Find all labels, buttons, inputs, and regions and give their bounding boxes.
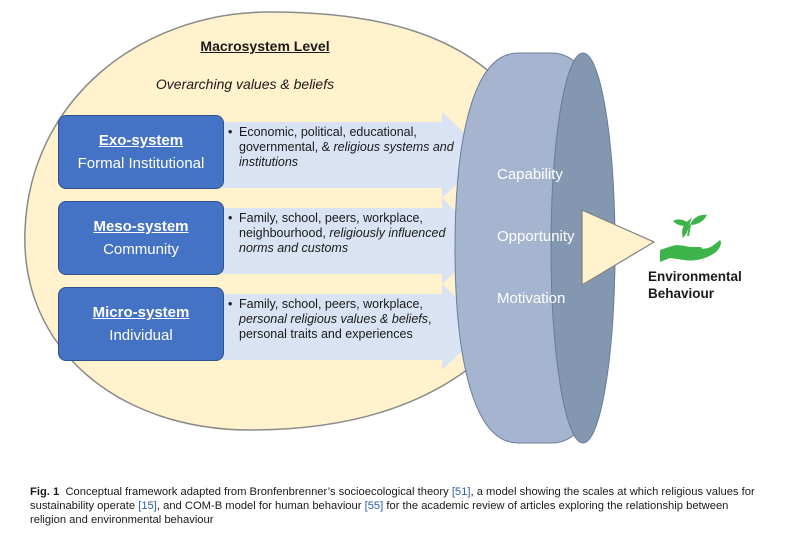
macrosystem-title: Macrosystem Level	[200, 38, 330, 54]
exo-system-name: Exo-system	[98, 132, 184, 149]
meso-system-sub: Community	[103, 241, 179, 258]
exo-text-plain: Economic, political, educational, govern…	[239, 125, 417, 154]
meso-arrow	[222, 198, 488, 284]
exo-text-italic: religious systems and institutions	[239, 140, 454, 169]
macrosystem-subtitle: Overarching values & beliefs	[155, 76, 335, 92]
citation-15-link[interactable]: [15]	[138, 500, 157, 512]
bullet-icon: •	[228, 125, 233, 139]
micro-system-name: Micro-system	[92, 304, 190, 321]
caption-text-2: , a model showing the scales at which re…	[30, 486, 755, 512]
meso-system-box: Meso-system Community	[58, 201, 224, 275]
micro-system-sub: Individual	[109, 327, 173, 344]
meso-text-plain: Family, school, peers, workplace, neighb…	[239, 211, 423, 240]
caption-text-3: , and COM-B model for human behaviour	[156, 500, 365, 512]
micro-text-italic: personal religious values & beliefs	[239, 312, 428, 326]
comb-opportunity: Opportunity	[497, 228, 575, 245]
meso-system-description: • Family, school, peers, workplace, neig…	[228, 211, 464, 256]
micro-system-description: • Family, school, peers, workplace, pers…	[228, 297, 464, 342]
exo-arrow	[222, 112, 488, 198]
citation-51-link[interactable]: [51]	[451, 486, 471, 498]
exo-system-description: • Economic, political, educational, gove…	[228, 125, 464, 170]
figure-label: Fig. 1	[30, 486, 60, 498]
bullet-icon: •	[228, 297, 233, 311]
micro-text-plain: Family, school, peers, workplace,	[239, 297, 423, 311]
exo-system-box: Exo-system Formal Institutional	[58, 115, 224, 189]
micro-system-box: Micro-system Individual	[58, 287, 224, 361]
hand-plant-icon	[660, 214, 721, 262]
caption-text-4: for the academic review of articles expl…	[30, 500, 729, 526]
citation-55-link[interactable]: [55]	[364, 500, 384, 512]
meso-system-name: Meso-system	[93, 218, 189, 235]
bullet-icon: •	[228, 211, 233, 225]
comb-motivation: Motivation	[497, 290, 566, 307]
micro-arrow	[222, 284, 488, 370]
meso-text-italic: religiously influenced norms and customs	[239, 226, 446, 255]
outcome-arrow	[581, 209, 656, 287]
comb-capability: Capability	[497, 166, 563, 183]
exo-system-sub: Formal Institutional	[77, 155, 205, 172]
micro-text-after: , personal traits and experiences	[239, 312, 432, 341]
outcome-line1: Environmental	[648, 269, 742, 284]
caption-text-1: Conceptual framework adapted from Bronfe…	[65, 486, 452, 498]
environmental-behaviour-label: Environmental Behaviour	[648, 268, 758, 302]
figure-caption: Fig. 1 Conceptual framework adapted from…	[30, 485, 762, 527]
outcome-line2: Behaviour	[648, 286, 715, 301]
